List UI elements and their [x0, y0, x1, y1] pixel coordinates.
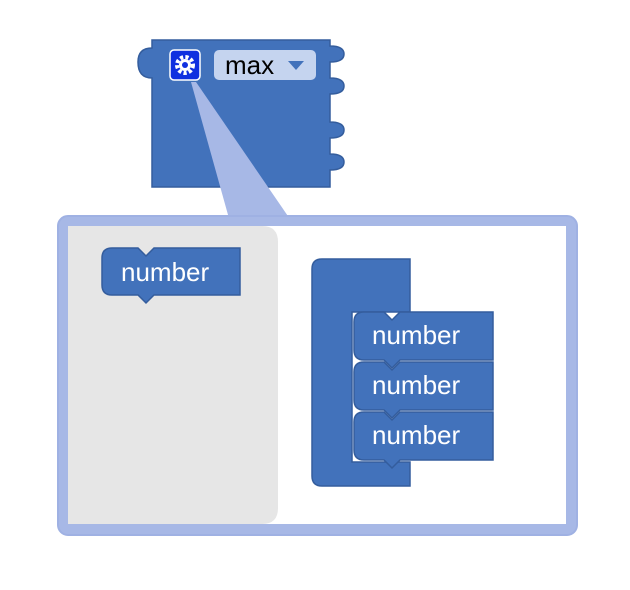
dropdown-value[interactable]: max: [225, 50, 275, 80]
mutator-bubble-tail: [191, 82, 292, 222]
item-block-label: number: [372, 320, 461, 350]
flyout-number-block[interactable]: [101, 247, 241, 305]
item-block[interactable]: [353, 361, 494, 420]
dropdown-arrow-icon[interactable]: [288, 61, 304, 70]
operator-dropdown[interactable]: [214, 50, 316, 80]
item-block-label: number: [372, 370, 461, 400]
item-block[interactable]: [353, 311, 494, 370]
item-block[interactable]: [353, 411, 494, 470]
flyout-block-label: number: [121, 257, 210, 287]
gear-icon[interactable]: [169, 49, 201, 81]
mutator-flyout: [68, 226, 278, 524]
item-block-label: number: [372, 420, 461, 450]
